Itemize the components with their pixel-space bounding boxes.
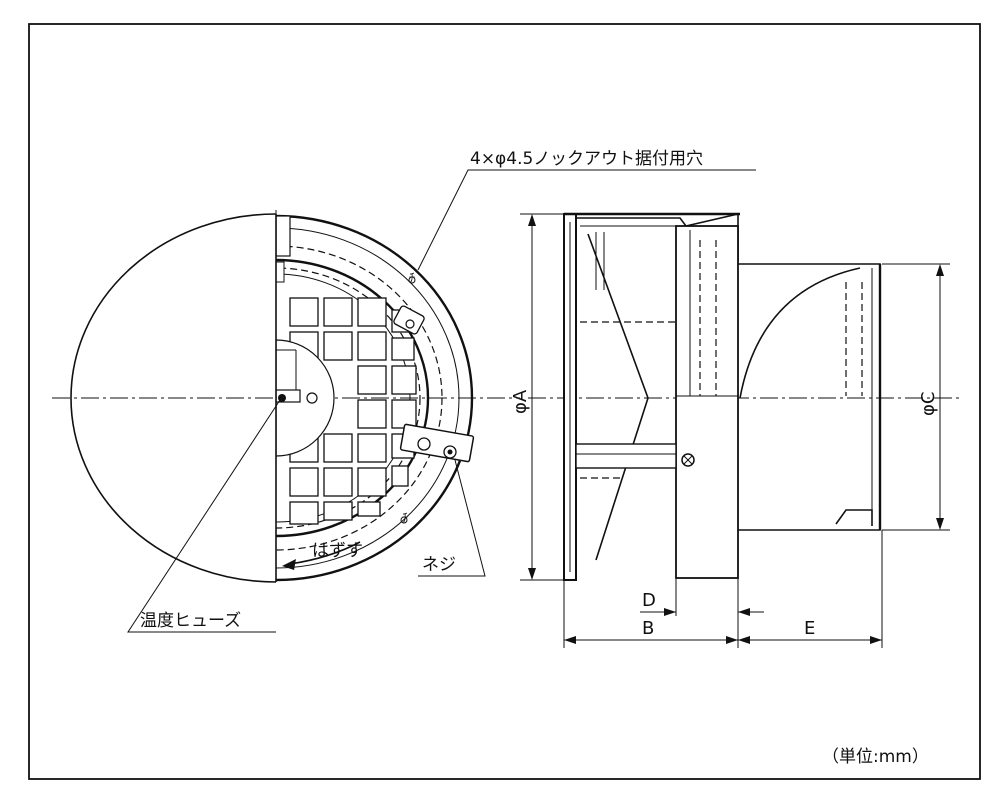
hood-outline <box>70 213 277 583</box>
mounting-band <box>575 443 677 469</box>
outer-flange <box>276 214 474 582</box>
knockout-hole <box>400 516 408 524</box>
dim-a-label: φA <box>510 389 531 414</box>
duct-body <box>675 225 739 579</box>
bracket-upper <box>393 305 425 335</box>
dim-c-label: φC <box>918 392 939 416</box>
knockout-hole <box>408 276 416 284</box>
svg-text:ﾁ: ﾁ <box>402 511 408 525</box>
dim-e-label: E <box>804 618 815 639</box>
screw-bracket <box>399 423 475 463</box>
drawing-frame <box>28 23 981 780</box>
knockout-callout: 4×φ4.5ノックアウト据付用穴 <box>417 149 756 271</box>
fuse-label: 温度ヒューズ <box>140 611 241 631</box>
svg-text:ﾁ: ﾁ <box>409 271 415 285</box>
fuse-callout: 温度ヒューズ <box>127 399 281 633</box>
unit-label: （単位:mm） <box>822 747 929 767</box>
pipe-body <box>738 263 881 531</box>
grille <box>289 297 417 525</box>
dim-b-label: B <box>642 618 654 639</box>
screw-label: ネジ <box>422 555 456 575</box>
remove-label: はずす <box>312 541 363 561</box>
fuse-cover <box>276 339 335 457</box>
screw-callout: ネジ <box>418 459 486 577</box>
remove-arrow <box>289 541 361 565</box>
dim-d-label: D <box>642 590 656 611</box>
side-view <box>528 212 960 581</box>
knockout-label: 4×φ4.5ノックアウト据付用穴 <box>470 149 703 169</box>
front-view: ﾁ ﾁ <box>52 210 520 583</box>
dimensions: φA φC D B E <box>510 213 950 648</box>
fuse-screw <box>306 392 318 404</box>
